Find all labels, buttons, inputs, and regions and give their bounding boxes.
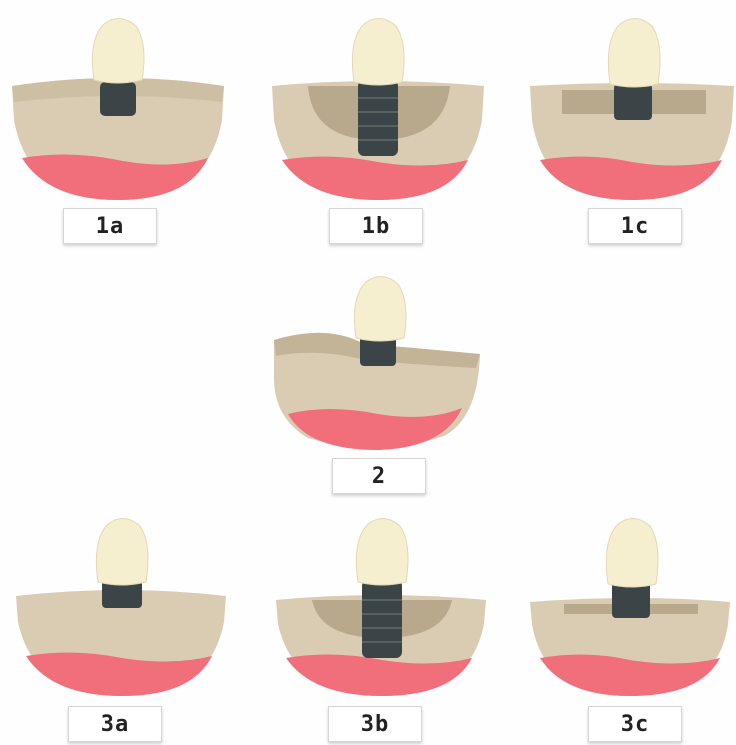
- label-3c: 3c: [588, 706, 682, 742]
- implant-illustration-1b: [268, 10, 488, 190]
- implant-illustration-2: [268, 268, 488, 448]
- label-1c: 1c: [588, 208, 682, 244]
- crown: [608, 18, 660, 87]
- implant-illustration-3a: [12, 510, 232, 690]
- label-1a: 1a: [63, 208, 157, 244]
- panel-1a: [8, 10, 228, 190]
- implant: [362, 580, 402, 658]
- label-3a: 3a: [68, 706, 162, 742]
- panel-1c: [526, 10, 736, 190]
- implant: [358, 80, 398, 156]
- crown: [92, 18, 144, 83]
- implant-illustration-1c: [526, 10, 736, 190]
- label-3b: 3b: [328, 706, 422, 742]
- implant: [100, 82, 136, 116]
- crown: [354, 276, 406, 341]
- panel-3b: [272, 510, 492, 690]
- panel-3c: [526, 510, 736, 690]
- implant-illustration-3b: [272, 510, 492, 690]
- label-1b: 1b: [329, 208, 423, 244]
- crown: [356, 518, 408, 585]
- implant-illustration-3c: [526, 510, 736, 690]
- crown: [96, 518, 148, 585]
- crown: [352, 18, 404, 85]
- implant: [614, 84, 652, 120]
- panel-3a: [12, 510, 232, 690]
- implant-illustration-1a: [8, 10, 228, 190]
- label-2: 2: [332, 458, 426, 494]
- panel-1b: [268, 10, 488, 190]
- panel-2: [268, 268, 488, 448]
- crown: [606, 518, 658, 587]
